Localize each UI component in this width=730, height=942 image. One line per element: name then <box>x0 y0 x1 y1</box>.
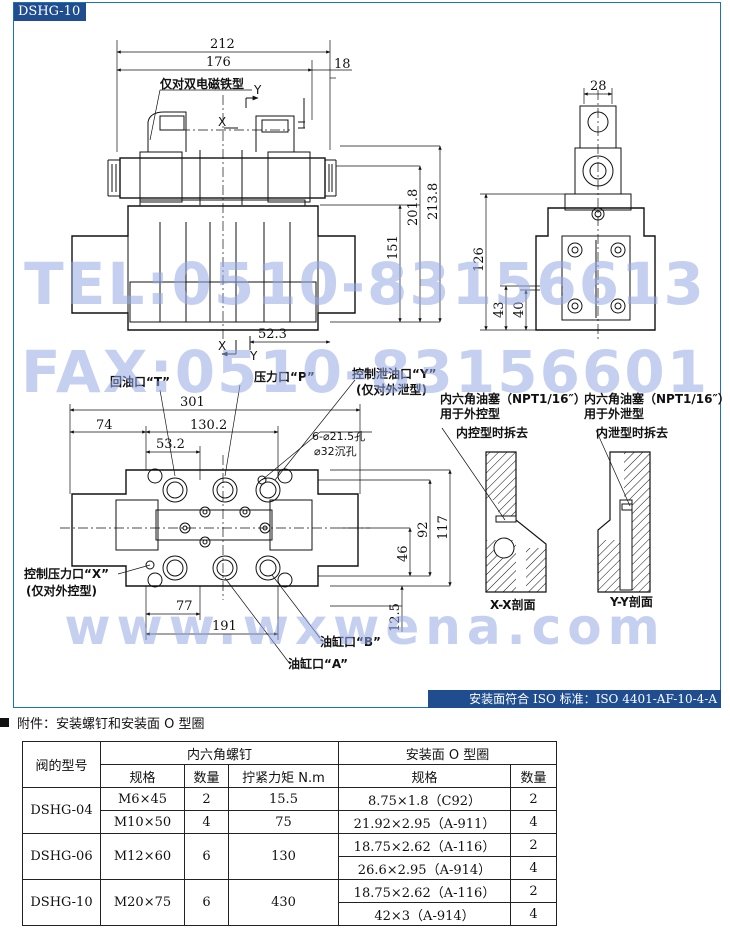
model-cell: DSHG-06 <box>22 833 101 880</box>
drawing-frame: DSHG-10 <box>13 2 721 708</box>
header-oring: 安装面 O 型圈 <box>338 741 557 765</box>
watermark-fax: FAX:0510-83156601 <box>20 338 710 406</box>
dim-18: 18 <box>334 57 351 72</box>
bullet-square-icon <box>0 718 9 727</box>
label-x-top: X <box>218 115 226 129</box>
screw-spec-cell: M20×75 <box>100 879 185 926</box>
torque-cell: 15.5 <box>228 787 339 811</box>
dim-213-8: 213.8 <box>426 183 441 220</box>
oring-spec-cell: 18.75×2.62（A-116） <box>338 833 511 857</box>
front-view <box>71 40 442 357</box>
oring-spec-cell: 18.75×2.62（A-116） <box>338 879 511 903</box>
side-view <box>480 88 656 340</box>
label-return-t: 回油口“T” <box>110 374 170 389</box>
header-screw: 内六角螺钉 <box>100 741 339 765</box>
plan-view <box>60 379 452 665</box>
label-pilot-x-note: (仅对外控型) <box>26 583 97 598</box>
label-plug-right-2: 用于外泄型 <box>583 406 644 421</box>
header-oring-spec: 规格 <box>338 764 511 788</box>
oring-spec-cell: 42×3（A-914） <box>338 902 511 926</box>
screw-qty-cell: 4 <box>184 810 229 834</box>
model-tag: DSHG-10 <box>14 3 87 21</box>
dim-53-2: 53.2 <box>156 437 185 452</box>
dim-151: 151 <box>386 235 401 260</box>
oring-qty-cell: 2 <box>510 787 557 811</box>
screw-qty-cell: 6 <box>184 833 229 880</box>
dim-43: 43 <box>492 301 507 318</box>
holes-note: 6-⌀21.5孔 <box>312 430 365 443</box>
header-screw-qty: 数量 <box>184 764 229 788</box>
dim-212: 212 <box>210 37 235 52</box>
header-screw-spec: 规格 <box>100 764 185 788</box>
torque-cell: 130 <box>228 833 339 880</box>
label-plug-left-1: 内六角油塞（NPT1/16″） <box>440 391 586 406</box>
label-plug-left-2: 用于外控型 <box>439 406 500 421</box>
oring-qty-cell: 2 <box>510 879 557 903</box>
dim-12-5: 12.5 <box>388 603 403 632</box>
label-double-solenoid: 仅对双电磁铁型 <box>159 76 244 91</box>
dim-191: 191 <box>212 619 237 634</box>
label-port-b: 油缸口“B” <box>320 634 381 649</box>
header-oring-qty: 数量 <box>510 764 557 788</box>
watermark-tel: TEL:0510-83156613 <box>24 250 706 318</box>
section-yy <box>595 429 651 593</box>
screw-spec-cell: M6×45 <box>100 787 185 811</box>
label-y-top: Y <box>253 83 262 97</box>
dim-92: 92 <box>416 521 431 538</box>
label-plug-right-3: 内泄型时拆去 <box>596 425 668 440</box>
dim-301: 301 <box>180 395 205 410</box>
oring-qty-cell: 2 <box>510 833 557 857</box>
label-plug-right-1: 内六角油塞（NPT1/16″） <box>584 391 730 406</box>
attachment-heading: 附件：安装螺钉和安装面 O 型圈 <box>0 713 205 732</box>
label-drain-y: 控制泄油口“Y” <box>352 366 436 381</box>
section-xx <box>441 427 547 593</box>
torque-cell: 75 <box>228 810 339 834</box>
dim-117: 117 <box>436 515 451 540</box>
oring-spec-cell: 26.6×2.95（A-914） <box>338 856 511 880</box>
label-drain-y-note: (仅对外泄型) <box>356 382 427 397</box>
label-port-a: 油缸口“A” <box>288 656 348 671</box>
dim-28: 28 <box>590 79 607 94</box>
oring-spec-cell: 21.92×2.95（A-911） <box>338 810 511 834</box>
label-x-bottom: X <box>218 339 226 353</box>
iso-standard-note: 安装面符合 ISO 标准：ISO 4401-AF-10-4-A <box>428 690 721 708</box>
label-pilot-x: 控制压力口“X” <box>24 566 109 581</box>
header-torque: 拧紧力矩 N.m <box>228 764 339 788</box>
oring-qty-cell: 4 <box>510 856 557 880</box>
watermark-web: www.wxwena.com <box>64 598 666 656</box>
label-plug-left-3: 内控型时拆去 <box>456 425 528 440</box>
label-y-bottom: Y <box>249 349 258 363</box>
screw-qty-cell: 2 <box>184 787 229 811</box>
dim-77: 77 <box>176 599 193 614</box>
accessory-table: 阀的型号 内六角螺钉 安装面 O 型圈 规格 数量 拧紧力矩 N.m 规格 数量… <box>22 741 557 926</box>
technical-drawing: 212 176 18 28 52.3 301 74 130.2 53.2 77 … <box>24 37 730 671</box>
dim-176: 176 <box>206 55 231 70</box>
dim-46: 46 <box>396 545 411 562</box>
dim-74: 74 <box>96 418 113 433</box>
label-section-yy: Y-Y剖面 <box>609 594 653 609</box>
oring-qty-cell: 4 <box>510 810 557 834</box>
screw-spec-cell: M12×60 <box>100 833 185 880</box>
dim-40: 40 <box>512 301 527 318</box>
label-section-xx: X-X剖面 <box>490 597 536 612</box>
torque-cell: 430 <box>228 879 339 926</box>
oring-qty-cell: 4 <box>510 902 557 926</box>
dim-130-2: 130.2 <box>190 418 227 433</box>
screw-qty-cell: 6 <box>184 879 229 926</box>
screw-spec-cell: M10×50 <box>100 810 185 834</box>
label-pressure-p: 压力口“P” <box>254 369 315 384</box>
oring-spec-cell: 8.75×1.8（C92） <box>338 787 511 811</box>
dim-126: 126 <box>472 247 487 272</box>
model-cell: DSHG-10 <box>22 879 101 926</box>
counterbore-note: ⌀32沉孔 <box>314 445 357 458</box>
dim-52-3: 52.3 <box>258 327 287 342</box>
attachment-title: 附件：安装螺钉和安装面 O 型圈 <box>17 717 205 732</box>
dim-201-8: 201.8 <box>406 189 421 226</box>
header-model: 阀的型号 <box>22 741 101 788</box>
model-cell: DSHG-04 <box>22 787 101 834</box>
